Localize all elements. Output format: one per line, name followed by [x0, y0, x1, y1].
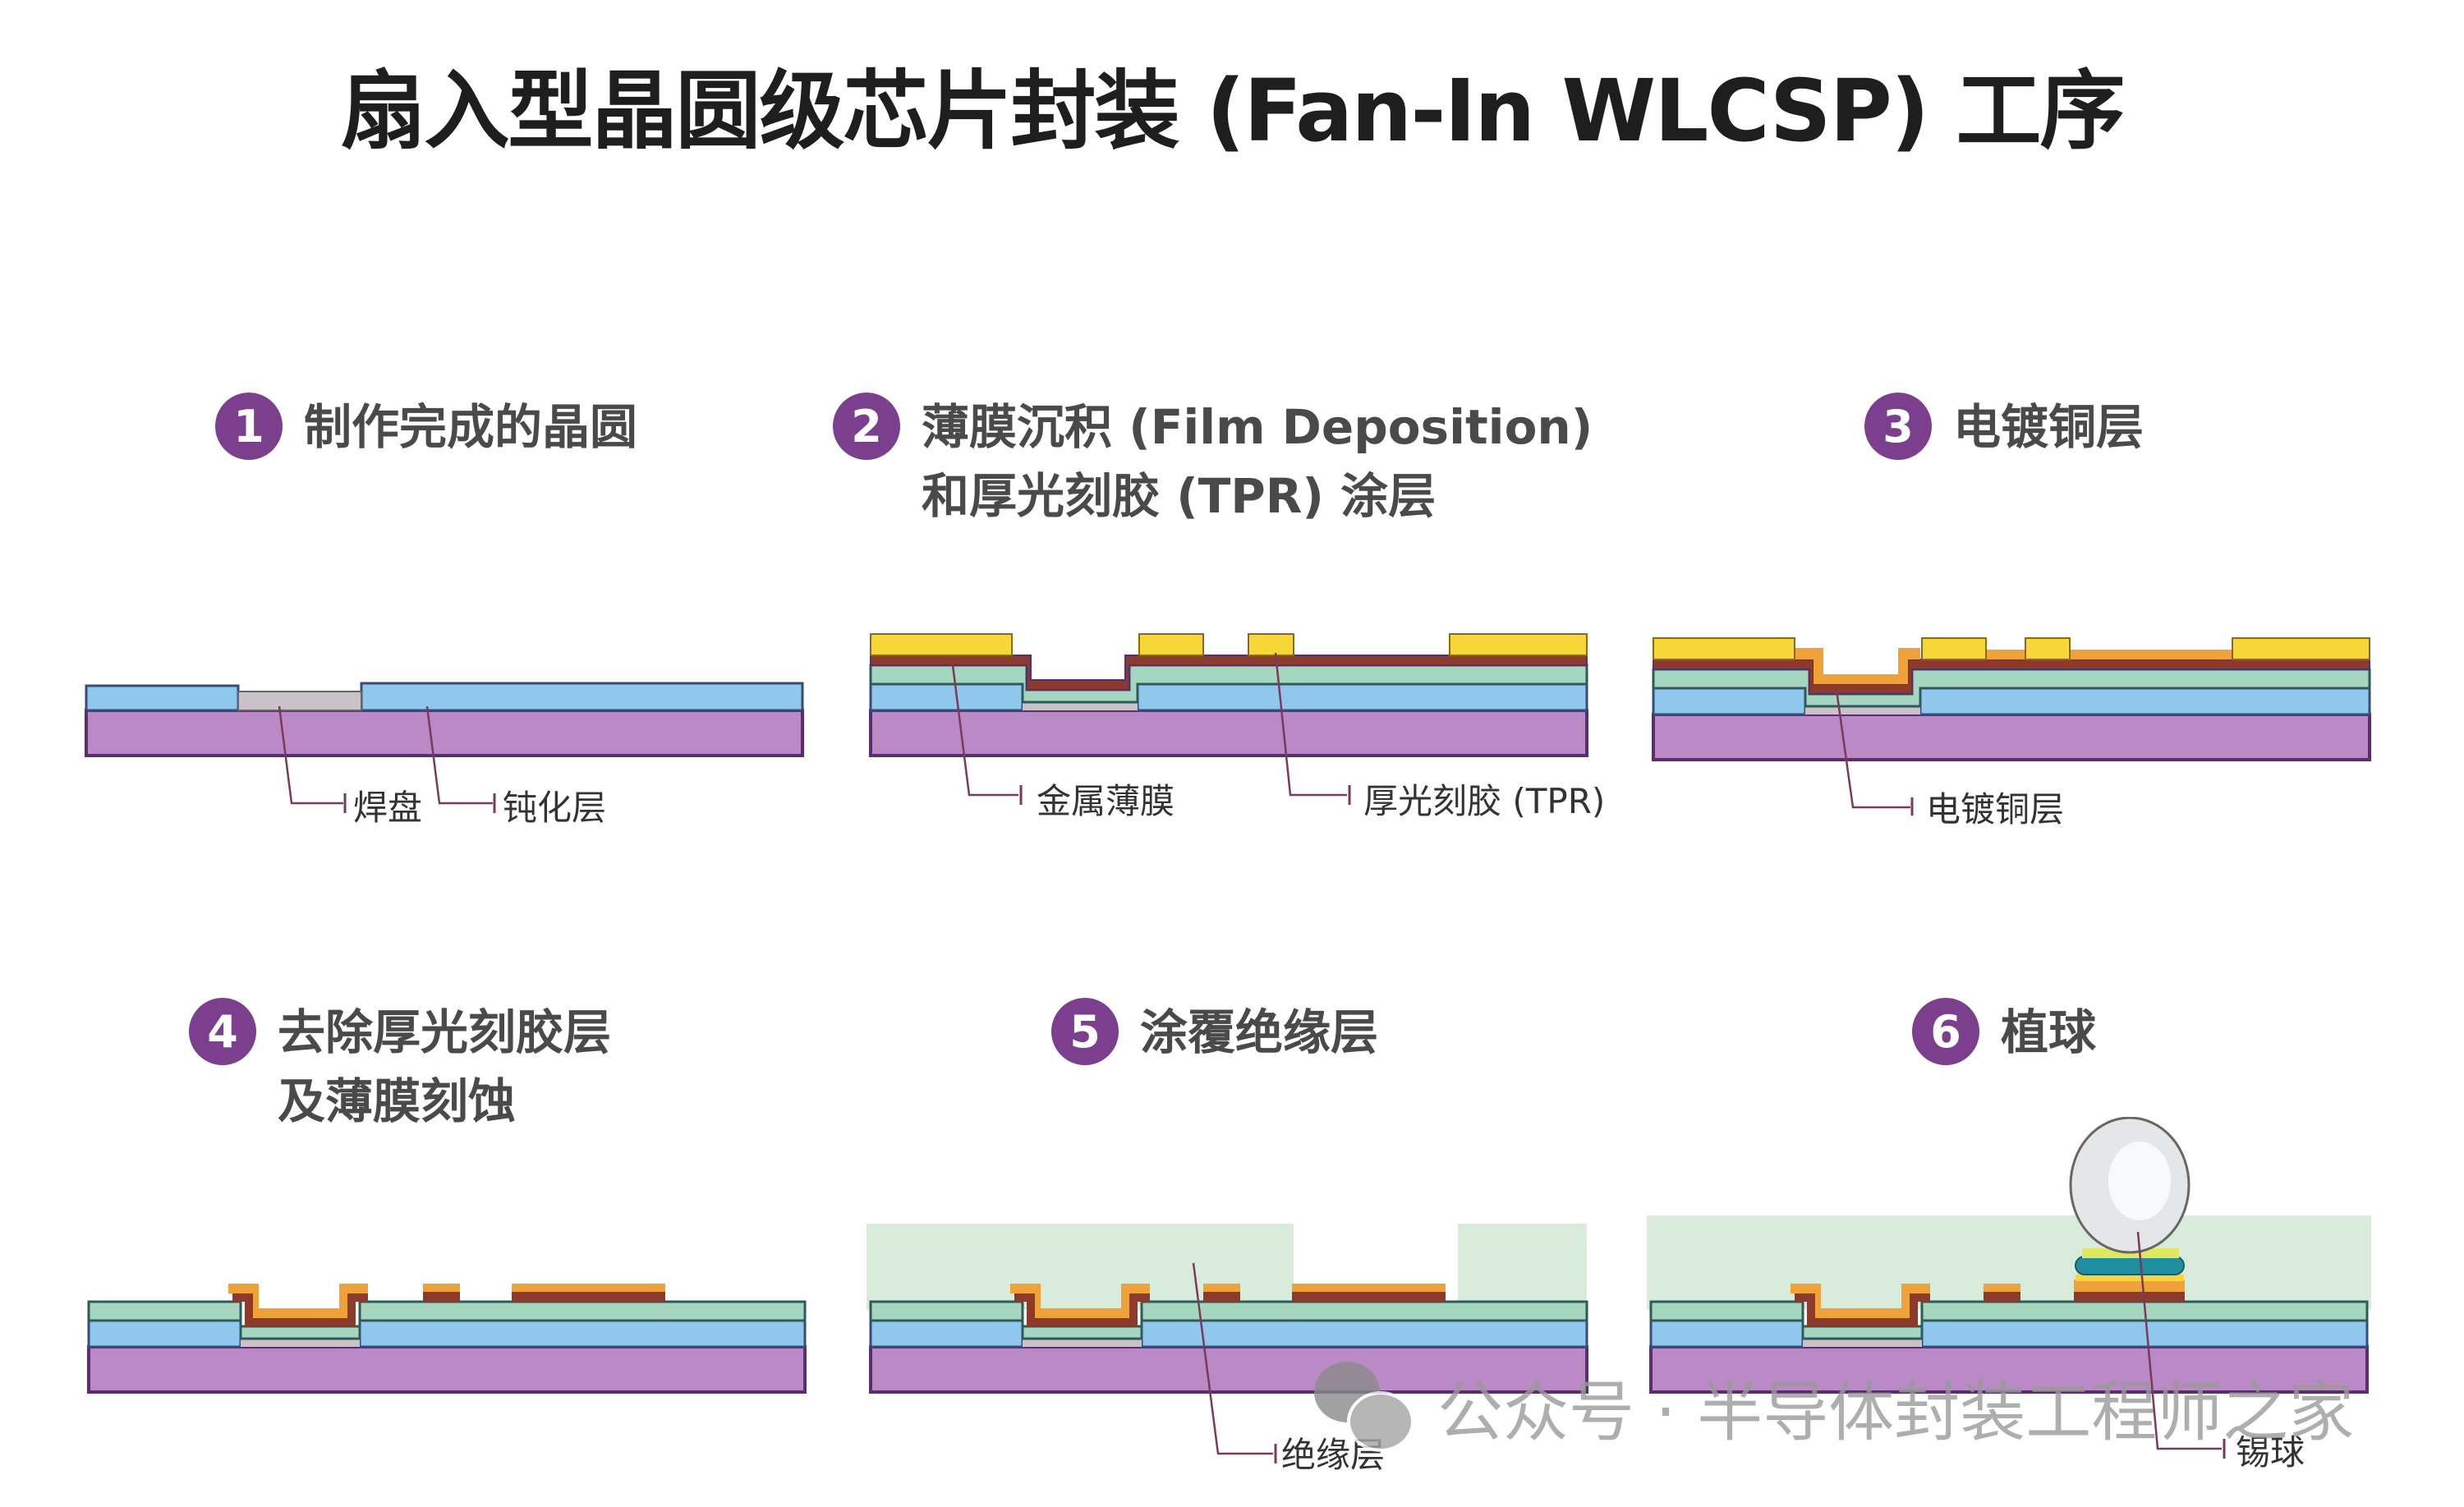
callout-solder-ball: 锡球 [2236, 1432, 2305, 1473]
page-title: 扇入型晶圆级芯片封装 (Fan-In WLCSP) 工序 [340, 61, 2125, 161]
step-4-badge: 4 [189, 998, 256, 1065]
step-1-title: 制作完成的晶圆 [304, 399, 638, 455]
watermark-text: 公众号 · 半导体封装工程师之家 [1437, 1374, 2355, 1450]
step-6-heading: 6 植球 [1912, 998, 2096, 1067]
wechat-icon [1314, 1362, 1414, 1452]
step-2-badge: 2 [833, 393, 900, 460]
callout-metal-film: 金属薄膜 [1037, 781, 1175, 821]
step-2-title-line1: 薄膜沉积 (Film Deposition) [922, 399, 1593, 455]
step-5-badge: 5 [1051, 998, 1119, 1065]
step-5-title: 涂覆绝缘层 [1140, 1004, 1379, 1060]
step-4-title-line1: 去除厚光刻胶层 [278, 1004, 612, 1060]
step-3-diagram [1652, 637, 2371, 816]
step-1-heading: 1 制作完成的晶圆 [215, 393, 637, 462]
step-3-heading: 3 电镀铜层 [1864, 393, 2144, 462]
callout-tpr: 厚光刻胶 (TPR) [1363, 781, 1606, 821]
step-5-diagram [867, 1224, 1588, 1463]
step-1-badge: 1 [215, 393, 283, 460]
step-4-title-line2: 及薄膜刻蚀 [278, 1073, 517, 1129]
step-3-badge: 3 [1864, 393, 1932, 460]
step-5-heading: 5 涂覆绝缘层 [1051, 998, 1378, 1067]
step-3-title: 电镀铜层 [1953, 399, 2145, 455]
callout-pad: 焊盘 [353, 788, 423, 828]
step-2-diagram [869, 633, 1588, 805]
step-2-title-line2: 和厚光刻胶 (TPR) 涂层 [922, 468, 1437, 524]
step-6-title: 植球 [2001, 1004, 2097, 1060]
callout-passivation: 钝化层 [503, 788, 607, 828]
step-4-heading: 4 去除厚光刻胶层 及薄膜刻蚀 [189, 998, 611, 1136]
step-1-diagram [85, 682, 804, 813]
step-2-heading: 2 薄膜沉积 (Film Deposition) 和厚光刻胶 (TPR) 涂层 [833, 393, 1593, 531]
step-4-diagram [87, 1284, 807, 1394]
step-6-badge: 6 [1912, 998, 1979, 1065]
watermark: 公众号 · 半导体封装工程师之家 [1314, 1359, 2354, 1454]
callout-plated-copper: 电镀铜层 [1926, 789, 2065, 829]
step-6-diagram [1647, 1117, 2371, 1459]
